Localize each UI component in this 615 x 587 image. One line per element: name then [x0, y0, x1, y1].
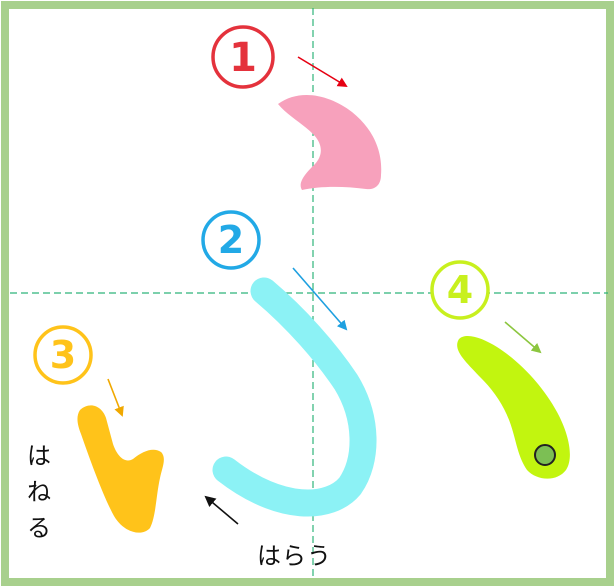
stroke-3-number-badge: 3: [33, 325, 93, 385]
stroke-4-end-dot: [534, 444, 556, 466]
stroke-1-direction-arrow: [297, 56, 348, 88]
stroke-4-number: 4: [447, 268, 473, 312]
stroke-3-shape: [77, 405, 164, 533]
stroke-2-direction-arrow: [292, 267, 348, 331]
hane-char-2: ね: [27, 478, 51, 506]
stroke-2-number-badge: 2: [201, 210, 261, 270]
harau-label: はらう: [257, 542, 332, 570]
stroke-1-shape: [278, 95, 382, 190]
hane-char-1: は: [27, 442, 51, 470]
stroke-4-direction-arrow: [504, 321, 542, 354]
stroke-2-number: 2: [218, 218, 244, 262]
stroke-1-number: 1: [229, 35, 257, 81]
stroke-3-number: 3: [50, 333, 76, 377]
stroke-2-shape: [212, 277, 377, 517]
hane-char-3: る: [27, 514, 51, 542]
harau-direction-arrow: [204, 495, 239, 525]
hane-label: は ね る: [22, 438, 56, 546]
stroke-3-direction-arrow: [107, 378, 124, 417]
stroke-4-number-badge: 4: [430, 260, 490, 320]
stroke-4-shape: [457, 335, 570, 479]
stroke-1-number-badge: 1: [211, 25, 275, 89]
